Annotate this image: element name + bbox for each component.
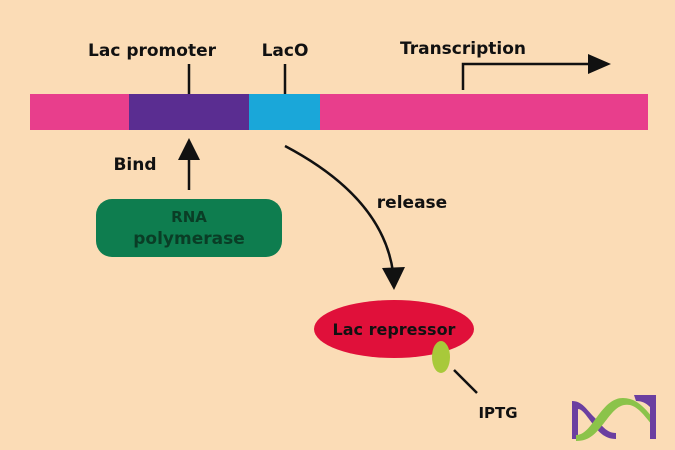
bind-arrowhead-icon xyxy=(178,138,200,160)
laco-label: LacO xyxy=(262,41,309,61)
bind-label: Bind xyxy=(113,155,156,175)
iptg-pointer xyxy=(453,369,478,394)
iptg-label: IPTG xyxy=(478,404,517,422)
merck-logo-icon xyxy=(572,395,656,441)
transcription-arrow xyxy=(461,62,590,90)
rna-polymerase-label-line1: RNA xyxy=(171,208,207,226)
rna-polymerase-label-line2: polymerase xyxy=(133,229,245,249)
dna-strand xyxy=(30,94,648,130)
transcription-label: Transcription xyxy=(400,39,526,59)
rna-polymerase-box xyxy=(96,199,282,257)
release-arrow xyxy=(284,144,395,273)
laco-operator-region xyxy=(249,94,320,130)
transcription-arrowhead-icon xyxy=(588,54,611,74)
lac-repressor-label: Lac repressor xyxy=(333,320,456,339)
release-arrowhead-icon xyxy=(382,267,405,290)
release-label: release xyxy=(377,193,447,213)
lac-promoter-label: Lac promoter xyxy=(88,41,217,61)
lac-repressor-shape xyxy=(314,300,474,358)
lac-promoter-region xyxy=(129,94,249,130)
iptg-molecule xyxy=(432,341,450,373)
